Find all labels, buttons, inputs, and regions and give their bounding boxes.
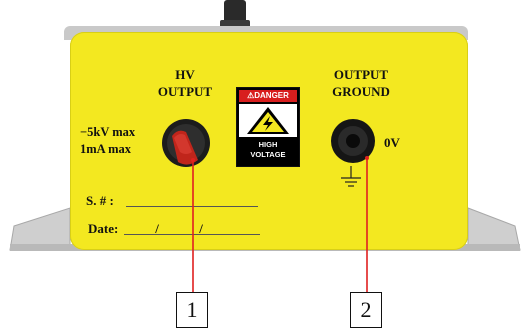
hv-output-connector[interactable]	[158, 116, 214, 172]
hv-output-label: HV OUTPUT	[150, 66, 220, 100]
top-knob	[220, 0, 250, 32]
callout-dot-1	[191, 158, 195, 162]
date-separator-2: /	[199, 221, 203, 236]
danger-line-2: VOLTAGE	[250, 150, 286, 159]
ground-connector[interactable]	[328, 116, 378, 166]
ground-symbol-icon	[341, 166, 361, 187]
hv-label-line-1: HV	[175, 67, 195, 82]
danger-header: ⚠DANGER	[239, 90, 297, 102]
warning-triangle-icon: ⚠	[247, 91, 255, 100]
voltage-rating: −5kV max	[80, 125, 136, 139]
ground-label-line-2: GROUND	[332, 84, 390, 99]
date-separator-1: /	[155, 221, 159, 236]
ground-voltage-label: 0V	[384, 135, 400, 150]
callout-1: 1	[176, 292, 208, 328]
hv-label-line-2: OUTPUT	[157, 84, 213, 99]
high-voltage-icon	[247, 107, 289, 134]
danger-pictogram	[239, 104, 297, 137]
ground-label-line-1: OUTPUT	[333, 67, 389, 82]
danger-sign: ⚠DANGER HIGH VOLTAGE	[236, 87, 300, 167]
current-rating: 1mA max	[80, 142, 132, 156]
date-label: Date:	[88, 221, 119, 236]
danger-text: HIGH VOLTAGE	[237, 140, 299, 160]
callout-dot-2	[365, 156, 369, 160]
serial-number-field	[126, 206, 258, 207]
output-ground-label: OUTPUT GROUND	[316, 66, 406, 100]
danger-header-text: DANGER	[254, 91, 289, 100]
serial-number-label: S. # :	[86, 193, 114, 208]
danger-line-1: HIGH	[258, 140, 278, 149]
hv-rating-label: −5kV max 1mA max	[80, 124, 170, 158]
callout-2: 2	[350, 292, 382, 328]
date-field	[124, 234, 260, 235]
